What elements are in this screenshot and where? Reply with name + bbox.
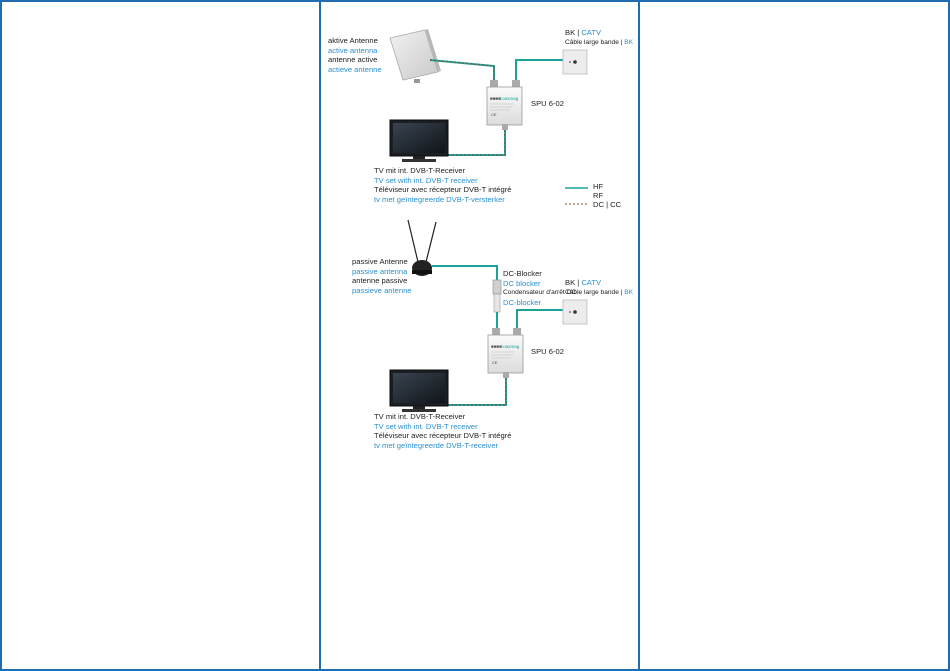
cable-spu-to-outlet-bottom: [516, 309, 568, 330]
spu-brand-top: coaxmag: [500, 96, 519, 101]
outlet-label-bottom: BK | CATV Câble large bande | BK: [565, 278, 634, 296]
cable-antenna-to-dcblocker: [432, 265, 498, 280]
cable-spu-to-outlet-top: [515, 59, 568, 85]
spu-label-top: SPU 6-02: [531, 99, 564, 108]
active-antenna-label: aktive Antenne active antenna antenne ac…: [328, 36, 382, 74]
dc-blocker-label: DC-Blocker DC blocker Condensateur d'arr…: [503, 269, 577, 307]
wall-outlet-top: [562, 49, 588, 75]
cable-spu-to-tv-bottom: [445, 378, 507, 406]
active-antenna: [389, 29, 441, 83]
legend-dc: DC | CC: [593, 200, 622, 209]
tv-bottom: [389, 369, 449, 412]
column-divider-right: [638, 0, 640, 671]
svg-text:■■■■: ■■■■: [490, 96, 501, 101]
passive-antenna: [407, 219, 437, 276]
svg-text:CE: CE: [492, 360, 498, 365]
tv-label-bottom: TV mit int. DVB-T-Receiver TV set with i…: [374, 412, 512, 450]
passive-antenna-label: passive Antenne passive antenna antenne …: [352, 257, 412, 295]
legend-rf: RF: [593, 191, 604, 200]
spu-brand-bottom: coaxmag: [501, 344, 520, 349]
cable-spu-to-tv-top: [445, 130, 506, 156]
dc-blocker: [492, 279, 502, 313]
tv-label-top: TV mit int. DVB-T-Receiver TV set with i…: [374, 166, 512, 204]
column-divider-left: [319, 0, 321, 671]
cable-antenna-to-spu-top: [429, 59, 495, 85]
svg-text:■■■■: ■■■■: [491, 344, 502, 349]
legend-hf: HF: [593, 182, 604, 191]
spu-label-bottom: SPU 6-02: [531, 347, 564, 356]
svg-text:CE: CE: [491, 112, 497, 117]
spu-splitter-bottom: ■■■■ coaxmag CE: [487, 328, 524, 378]
outlet-label-top: BK | CATV Câble large bande | BK: [565, 28, 634, 46]
wall-outlet-bottom: [562, 299, 588, 325]
spu-splitter-top: ■■■■ coaxmag CE: [486, 80, 523, 130]
tv-top: [389, 119, 449, 162]
